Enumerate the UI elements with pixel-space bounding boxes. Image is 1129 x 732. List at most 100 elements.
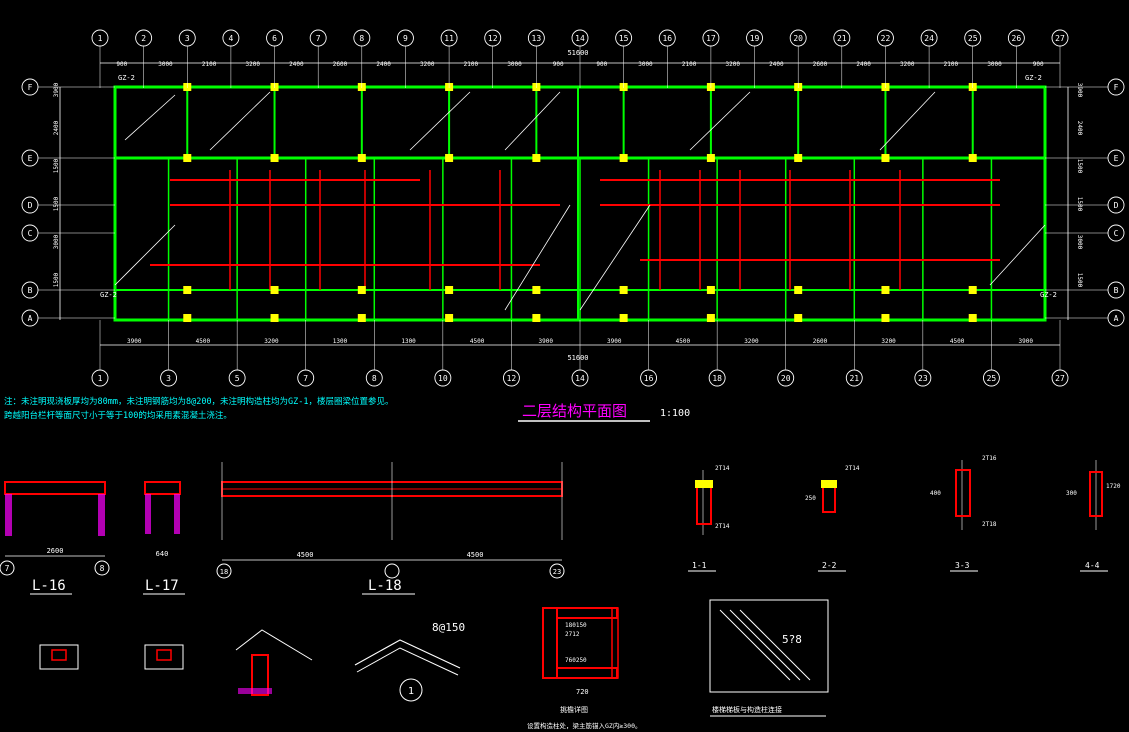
axis-marker-top: 21 — [837, 34, 847, 43]
axis-marker-7: 7 — [5, 564, 10, 573]
column — [706, 286, 715, 294]
rebar-spacing-label: 8@150 — [432, 621, 465, 634]
column — [881, 286, 890, 294]
column — [794, 314, 803, 322]
detail-circle-label: 1 — [408, 686, 414, 697]
column — [270, 286, 279, 294]
slab-diagonal — [579, 204, 651, 311]
column — [619, 154, 628, 162]
dimension-label: 1500 — [1076, 159, 1083, 174]
axis-marker-bottom: 5 — [235, 374, 240, 383]
column — [445, 314, 454, 322]
dimension-label: 2100 — [464, 61, 479, 68]
eaves-dim: 2712 — [565, 631, 580, 638]
dimension-label: 2100 — [682, 61, 697, 68]
axis-marker-top: 3 — [185, 34, 190, 43]
dimension-label: 3900 — [1018, 338, 1033, 345]
axis-marker-bottom: 23 — [918, 374, 928, 383]
column — [706, 154, 715, 162]
beam-lines — [150, 170, 1000, 290]
axis-marker-top: 4 — [228, 34, 233, 43]
dimension-label: 1500 — [53, 196, 60, 211]
total-dim-top: 51600 — [567, 49, 588, 57]
axis-marker-top: 22 — [881, 34, 891, 43]
dimension-label: 3900 — [1076, 83, 1083, 98]
dimension-label: 3200 — [900, 61, 915, 68]
gz-label: GZ-2 — [118, 74, 135, 82]
axis-marker-top: 1 — [98, 34, 103, 43]
dimension-label: 4500 — [950, 338, 965, 345]
dimension-label: 3200 — [420, 61, 435, 68]
dimension-label: 3200 — [264, 338, 279, 345]
beam-span-l16: 2600 — [47, 547, 64, 555]
axis-marker-right: A — [1114, 314, 1119, 323]
axis-marker-bottom: 10 — [438, 374, 448, 383]
axis-marker-left: C — [28, 229, 33, 238]
dimension-label: 4500 — [676, 338, 691, 345]
column — [357, 314, 366, 322]
section-1-1: 2T14 2T14 1-1 — [688, 465, 730, 572]
dimension-label: 3000 — [507, 61, 522, 68]
column — [270, 314, 279, 322]
axis-marker-bottom: 20 — [781, 374, 791, 383]
axis-marker-right: E — [1114, 154, 1119, 163]
axis-marker-23: 23 — [553, 568, 561, 576]
dimension-label: 2100 — [944, 61, 959, 68]
column — [968, 286, 977, 294]
beam-detail-l18: 4500 4500 18 23 L-18 — [216, 462, 565, 595]
slab-diagonal — [409, 91, 471, 151]
column — [357, 154, 366, 162]
dimension-label: 3900 — [538, 338, 553, 345]
section-dim: 2T16 — [982, 455, 997, 462]
axis-marker-top: 6 — [272, 34, 277, 43]
dimension-label: 3000 — [987, 61, 1002, 68]
dimension-label: 2400 — [1076, 121, 1083, 136]
total-dim-bottom: 51600 — [567, 354, 588, 362]
beam-detail-l17: 640 L-17 — [143, 481, 185, 595]
column — [445, 286, 454, 294]
axis-marker-top: 25 — [968, 34, 978, 43]
bottom-details: 8@150 1 720 2712 180150 760250 挑檐详图 设置构造… — [39, 599, 829, 730]
axis-marker-left: E — [28, 154, 33, 163]
column — [532, 154, 541, 162]
axis-marker-8: 8 — [100, 564, 105, 573]
axis-marker-top: 11 — [444, 34, 454, 43]
column — [881, 154, 890, 162]
column — [183, 286, 192, 294]
section-dim: 2T14 — [845, 465, 860, 472]
slab-diagonals — [114, 91, 1046, 311]
axis-marker-top: 13 — [532, 34, 542, 43]
beam-label-l16: L-16 — [32, 578, 66, 594]
slab-diagonal — [114, 224, 176, 286]
axis-marker-bottom: 12 — [507, 374, 517, 383]
section-3-3: 2T16 2T18 400 3-3 — [930, 455, 997, 572]
dimension-label: 3900 — [607, 338, 622, 345]
dimension-label: 3200 — [726, 61, 741, 68]
dimension-label: 3200 — [744, 338, 759, 345]
column — [968, 154, 977, 162]
axis-marker-right: C — [1114, 229, 1119, 238]
column — [794, 154, 803, 162]
dimension-label: 3900 — [53, 82, 60, 97]
axis-marker-top: 17 — [706, 34, 716, 43]
dimension-label: 3000 — [638, 61, 653, 68]
axis-marker-top: 7 — [316, 34, 321, 43]
dimension-label: 3900 — [127, 338, 142, 345]
dimension-label: 3000 — [1076, 235, 1083, 250]
section-dim: 300 — [1066, 490, 1077, 497]
beam-label-l18: L-18 — [368, 578, 402, 594]
beam-detail-l16: 2600 7 8 L-16 — [0, 481, 110, 595]
column — [794, 286, 803, 294]
dimension-label: 4500 — [196, 338, 211, 345]
dimension-label: 1300 — [401, 338, 416, 345]
section-label-2-2: 2-2 — [822, 561, 837, 570]
axis-marker-bottom: 14 — [575, 374, 585, 383]
beam-span-l18: 4500 — [297, 551, 314, 559]
axis-marker-top: 14 — [575, 34, 585, 43]
plan-scale: 1:100 — [660, 408, 690, 419]
dimension-label: 2600 — [813, 61, 828, 68]
column — [619, 314, 628, 322]
